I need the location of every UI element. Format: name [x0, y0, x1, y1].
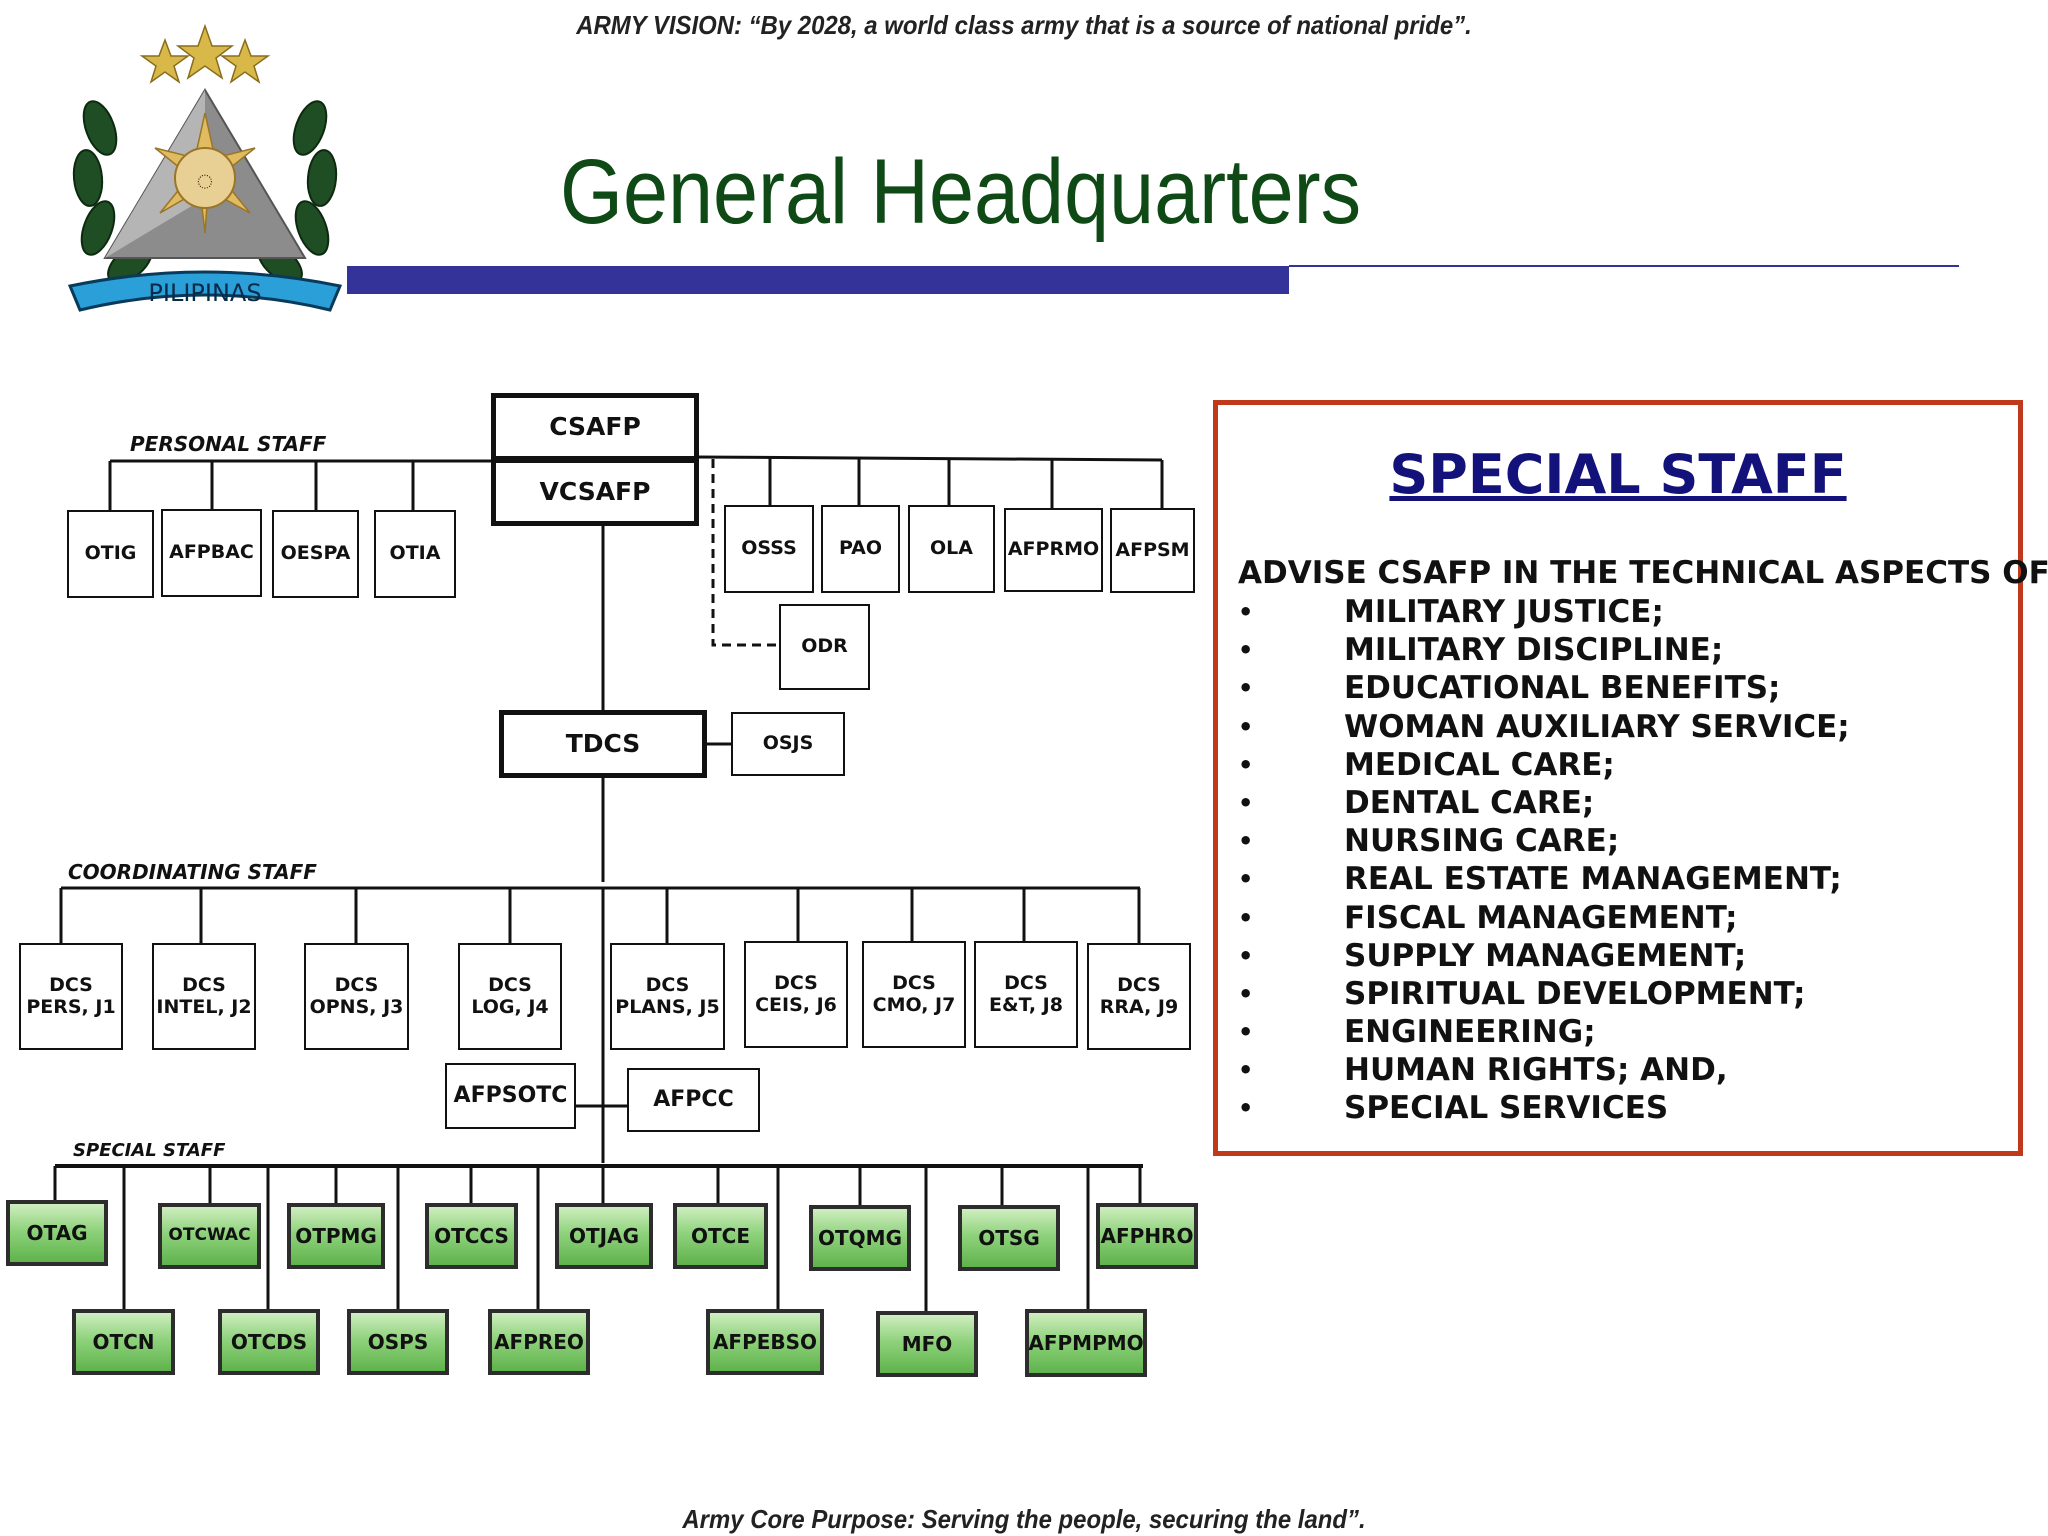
coordinating-staff-unit: DCS PERS, J1 — [19, 943, 123, 1050]
personal-staff-unit: OTIA — [374, 510, 456, 598]
personal-staff-unit: OTIG — [67, 510, 154, 598]
special-staff-unit: OTCE — [673, 1203, 768, 1269]
direct-staff-unit: AFPSM — [1110, 508, 1195, 593]
panel-intro: ADVISE CSAFP IN THE TECHNICAL ASPECTS OF… — [1238, 555, 2048, 591]
special-staff-unit: AFPEBSO — [706, 1309, 824, 1375]
list-item-text: REAL ESTATE MANAGEMENT; — [1344, 861, 1842, 898]
army-core-purpose: Army Core Purpose: Serving the people, s… — [682, 1504, 1366, 1534]
list-item-text: FISCAL MANAGEMENT; — [1344, 899, 1738, 936]
special-staff-unit: OTSG — [958, 1205, 1060, 1271]
org-chart-connectors — [53, 455, 1164, 1312]
special-staff-unit: OSPS — [347, 1309, 449, 1375]
special-staff-unit: OTPMG — [287, 1203, 385, 1269]
special-staff-unit: OTAG — [6, 1200, 108, 1266]
bullet-icon: • — [1238, 979, 1254, 1008]
special-staff-unit: OTQMG — [809, 1205, 911, 1271]
bullet-icon: • — [1238, 1018, 1254, 1047]
bullet-icon: • — [1238, 636, 1254, 665]
special-staff-unit: MFO — [876, 1311, 978, 1377]
direct-staff-unit: OSSS — [724, 505, 814, 593]
coordinating-staff-unit: DCS OPNS, J3 — [304, 943, 409, 1050]
coordinating-staff-unit: DCS E&T, J8 — [974, 941, 1078, 1048]
special-staff-unit: OTCN — [72, 1309, 175, 1375]
bullet-icon: • — [1238, 941, 1254, 970]
army-emblem: ᜀ PILIPINAS — [60, 18, 350, 318]
list-item-text: MILITARY DISCIPLINE; — [1344, 632, 1724, 669]
coordinating-staff-unit: DCS PLANS, J5 — [610, 943, 725, 1050]
coordinating-staff-unit: DCS CMO, J7 — [862, 941, 966, 1048]
coordinating-staff-unit: DCS RRA, J9 — [1087, 943, 1191, 1050]
bullet-icon: • — [1238, 1056, 1254, 1085]
bullet-icon: • — [1238, 788, 1254, 817]
list-item-text: EDUCATIONAL BENEFITS; — [1344, 670, 1781, 707]
personal-staff-unit: AFPBAC — [161, 509, 262, 597]
special-staff-label: SPECIAL STAFF — [73, 1140, 226, 1161]
special-staff-panel: SPECIAL STAFF ADVISE CSAFP IN THE TECHNI… — [1213, 400, 2048, 1156]
direct-staff-unit: AFPRMO — [1004, 508, 1103, 592]
bullet-icon: • — [1238, 827, 1254, 856]
coordinating-staff-label: COORDINATING STAFF — [68, 860, 317, 884]
special-staff-unit: OTJAG — [555, 1203, 653, 1269]
svg-text:ᜀ: ᜀ — [196, 162, 213, 195]
personal-staff-unit: OESPA — [272, 510, 359, 598]
special-staff-unit: AFPREO — [488, 1309, 590, 1375]
tdcs-box: TDCS — [499, 710, 707, 778]
special-staff-unit: AFPMPMO — [1025, 1309, 1147, 1377]
osjs-box: OSJS — [731, 712, 845, 776]
list-item-text: NURSING CARE; — [1344, 823, 1620, 860]
coordinating-staff-unit: DCS CEIS, J6 — [744, 941, 848, 1048]
bullet-icon: • — [1238, 903, 1254, 932]
direct-staff-unit: OLA — [908, 505, 995, 593]
special-staff-unit: OTCWAC — [158, 1203, 261, 1269]
list-item-text: WOMAN AUXILIARY SERVICE; — [1344, 708, 1850, 745]
vcsafp-box: VCSAFP — [491, 458, 699, 526]
title-rule-thin — [1289, 265, 1959, 267]
list-item-text: MILITARY JUSTICE; — [1344, 594, 1664, 630]
army-vision: ARMY VISION: “By 2028, a world class arm… — [576, 10, 1472, 40]
list-item-text: SPECIAL SERVICES — [1344, 1090, 1669, 1127]
bullet-icon: • — [1238, 865, 1254, 894]
bullet-icon: • — [1238, 750, 1254, 779]
coordinating-staff-unit: DCS INTEL, J2 — [152, 943, 256, 1050]
afpsotc-box: AFPSOTC — [445, 1063, 576, 1129]
list-item-text: ENGINEERING; — [1344, 1014, 1596, 1051]
afpcc-box: AFPCC — [627, 1068, 760, 1132]
personal-staff-label: PERSONAL STAFF — [130, 432, 327, 456]
page-title: General Headquarters — [560, 141, 1362, 243]
special-staff-unit: OTCCS — [425, 1203, 518, 1269]
direct-staff-unit: PAO — [821, 505, 900, 593]
list-item-text: SUPPLY MANAGEMENT; — [1344, 937, 1747, 974]
odr-box: ODR — [779, 604, 870, 690]
list-item-text: DENTAL CARE; — [1344, 784, 1595, 821]
list-item-text: HUMAN RIGHTS; AND, — [1344, 1052, 1728, 1089]
special-staff-unit: AFPHRO — [1096, 1203, 1198, 1269]
bullet-icon: • — [1238, 712, 1254, 741]
bullet-icon: • — [1238, 598, 1254, 626]
bullet-icon: • — [1238, 1094, 1254, 1123]
panel-title: SPECIAL STAFF — [1389, 443, 1847, 506]
special-staff-unit: OTCDS — [218, 1309, 320, 1375]
bullet-icon: • — [1238, 674, 1254, 703]
list-item-text: MEDICAL CARE; — [1344, 746, 1615, 783]
coordinating-staff-unit: DCS LOG, J4 — [458, 943, 562, 1050]
emblem-ribbon-text: PILIPINAS — [148, 279, 261, 307]
list-item-text: SPIRITUAL DEVELOPMENT; — [1344, 975, 1806, 1012]
title-rule-thick — [347, 266, 1289, 294]
csafp-box: CSAFP — [491, 393, 699, 461]
